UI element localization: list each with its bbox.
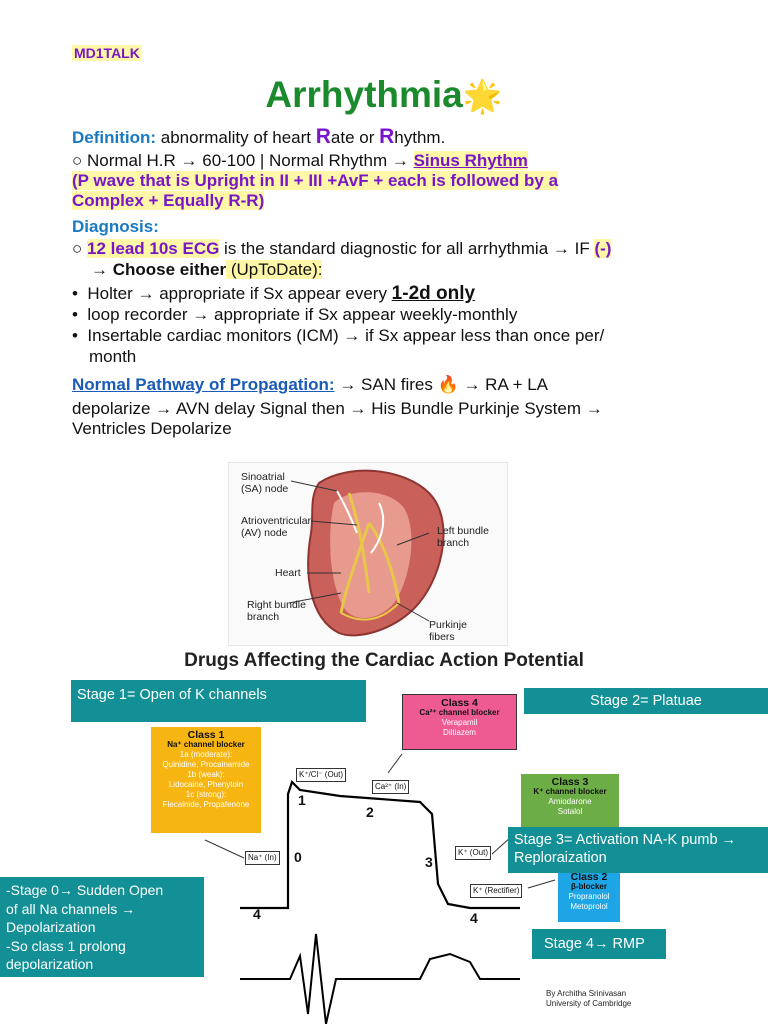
class1-head: Class 1	[187, 729, 225, 741]
tag-ca-in: Ca²⁺ (In)	[372, 780, 410, 794]
phase-0-label: 0	[294, 849, 302, 865]
holter-em: 1-2d only	[391, 283, 476, 304]
choose-text: → Choose either	[91, 260, 227, 279]
pathway-line2: depolarize → AVN delay Signal then → His…	[72, 399, 603, 418]
icm-line2: month	[89, 347, 137, 366]
stage4-box: Stage 4→ RMP	[532, 929, 666, 959]
phase-2-label: 2	[366, 804, 374, 820]
normal-text: Normal H.R → 60-100 | Normal Rhythm →	[82, 151, 414, 170]
class3-drugs: Amiodarone Sotalol	[548, 797, 592, 816]
ecg-text: 12 lead 10s ECG	[87, 239, 220, 258]
circle-bullet-icon: ○	[72, 151, 83, 170]
definition-text-b: ate or	[330, 128, 380, 147]
p-wave-line1: (P wave that is Upright in II + III +AvF…	[72, 170, 559, 191]
p-wave-text1: (P wave that is Upright in II + III +AvF…	[72, 171, 559, 190]
holter-line: • Holter → appropriate if Sx appear ever…	[72, 283, 475, 304]
definition-label: Definition:	[72, 128, 157, 147]
icm-text: Insertable cardiac monitors (ICM) → if S…	[87, 326, 605, 345]
icm-line: • Insertable cardiac monitors (ICM) → if…	[72, 325, 604, 346]
class1-box: Class 1 Na⁺ channel blocker 1a (moderate…	[151, 727, 261, 833]
class4-drugs: Verapamil Diltiazem	[441, 718, 478, 737]
class1-sub: Na⁺ channel blocker	[167, 740, 245, 749]
bullet-icon: •	[72, 305, 88, 324]
tag-k-cl-out: K⁺/Cl⁻ (Out)	[296, 768, 347, 782]
class4-box: Class 4 Ca²⁺ channel blocker Verapamil D…	[402, 694, 517, 750]
star-icon: 🌟	[462, 78, 503, 114]
title-text: Arrhythmia	[265, 74, 463, 115]
p-wave-text2: Complex + Equally R-R)	[72, 191, 265, 210]
action-potential-diagram: Drugs Affecting the Cardiac Action Poten…	[0, 644, 768, 1024]
class3-sub: K⁺ channel blocker	[533, 787, 607, 796]
loop-text: loop recorder → appropriate if Sx appear…	[87, 305, 518, 324]
stage0-box: -Stage 0→ Sudden Open of all Na channels…	[0, 877, 204, 977]
class2-sub: β-blocker	[570, 882, 607, 891]
p-wave-line2: Complex + Equally R-R)	[72, 190, 265, 211]
sa-node-label: Sinoatrial (SA) node	[241, 471, 289, 495]
phase-3-label: 3	[425, 854, 433, 870]
tag-na-in: Na⁺ (In)	[245, 851, 280, 865]
class1-drugs: 1a (moderate): Quinidine, Procainamide 1…	[162, 750, 250, 809]
class4-sub: Ca²⁺ channel blocker	[419, 708, 500, 717]
heart-conduction-figure: Sinoatrial (SA) node Atrioventricular (A…	[228, 462, 508, 646]
phase-4-right-label: 4	[470, 910, 478, 926]
definition-text: abnormality of heart	[156, 128, 316, 147]
negative-mark: (-)	[594, 239, 612, 258]
page-title: Arrhythmia🌟	[0, 74, 768, 116]
diagnosis-label: Diagnosis:	[72, 217, 159, 236]
tag-k-rectifier: K⁺ (Rectifier)	[470, 884, 523, 898]
pathway-line3: Ventricles Depolarize	[72, 419, 232, 438]
tag-k-out: K⁺ (Out)	[455, 846, 492, 860]
class4-head: Class 4	[441, 697, 478, 709]
class2-box: Class 2 β-blocker Propranolol Metoprolol	[558, 866, 620, 922]
choose-line: → Choose either (UpToDate):	[91, 259, 323, 280]
ecg-rest: is the standard diagnostic for all arrhy…	[219, 239, 595, 258]
phase-1-label: 1	[298, 792, 306, 808]
ecg-line: ○ 12 lead 10s ECG is the standard diagno…	[72, 238, 612, 259]
credit-text: By Architha Srinivasan University of Cam…	[546, 989, 632, 1008]
circle-bullet-icon: ○	[72, 239, 83, 258]
phase-4-left-label: 4	[253, 906, 261, 922]
normal-line: ○ Normal H.R → 60-100 | Normal Rhythm → …	[72, 150, 528, 171]
stage1-box: Stage 1= Open of K channels	[71, 680, 366, 722]
uptodate-text: (UpToDate):	[226, 260, 323, 279]
class2-drugs: Propranolol Metoprolol	[568, 892, 610, 911]
class2-head: Class 2	[570, 871, 608, 883]
holter-text: Holter → appropriate if Sx appear every	[87, 284, 392, 303]
purkinje-label: Purkinje fibers	[429, 619, 467, 643]
pathway-text1: → SAN fires 🔥 → RA + LA	[334, 375, 549, 394]
stage3-box: Stage 3= Activation NA-K pumb → Replorai…	[508, 827, 768, 873]
chart-title: Drugs Affecting the Cardiac Action Poten…	[184, 650, 584, 671]
pathway-label[interactable]: Normal Pathway of Propagation:	[72, 375, 335, 394]
brand-label: MD1TALK	[72, 45, 142, 61]
heart-illustration	[288, 469, 445, 637]
sinus-rhythm-link[interactable]: Sinus Rhythm	[413, 151, 528, 170]
definition-text-c: hythm.	[394, 128, 446, 147]
rate-r: R	[315, 125, 331, 148]
stage2-box: Stage 2= Platuae	[524, 688, 768, 714]
pathway-line1: Normal Pathway of Propagation: → SAN fir…	[72, 374, 548, 395]
bullet-icon: •	[72, 326, 88, 345]
class3-head: Class 3	[551, 776, 589, 788]
definition-line: Definition: abnormality of heart Rate or…	[72, 126, 445, 148]
loop-line: • loop recorder → appropriate if Sx appe…	[72, 304, 517, 325]
bullet-icon: •	[72, 284, 88, 303]
rhythm-r: R	[379, 125, 395, 148]
class3-box: Class 3 K⁺ channel blocker Amiodarone So…	[521, 774, 619, 830]
left-bundle-label: Left bundle branch	[437, 525, 489, 549]
av-node-label: Atrioventricular (AV) node	[241, 515, 312, 539]
heart-label: Heart	[275, 567, 301, 579]
right-bundle-label: Right bundle branch	[247, 599, 306, 623]
